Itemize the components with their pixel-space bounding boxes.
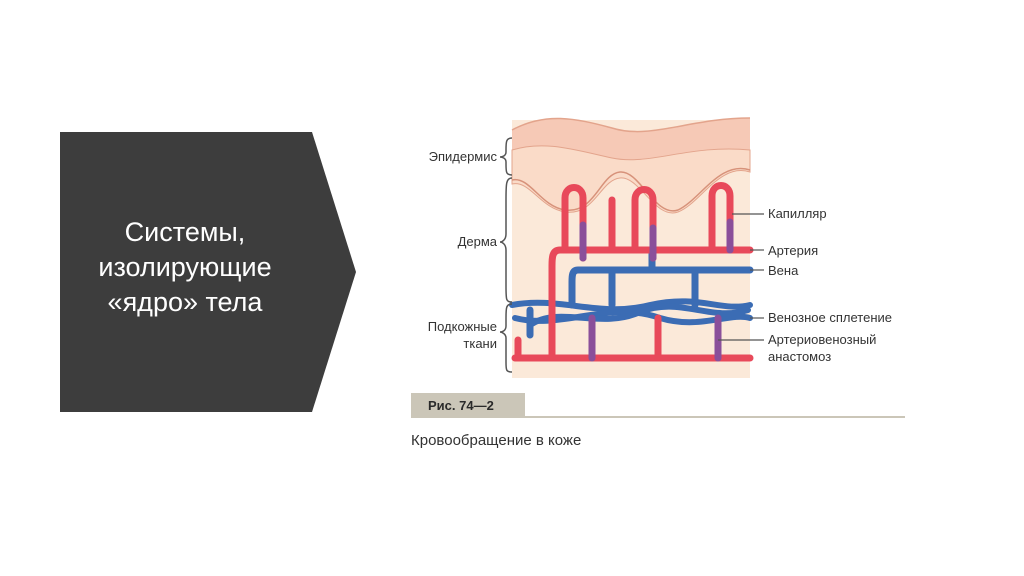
label-dermis: Дерма	[458, 234, 498, 249]
label-vein: Вена	[768, 263, 799, 278]
slide-title-line: Системы,	[124, 217, 246, 247]
label-venous-plexus: Венозное сплетение	[768, 310, 892, 325]
label-capillary: Капилляр	[768, 206, 827, 221]
slide-title-line: «ядро» тела	[107, 287, 263, 317]
label-pointers	[718, 213, 764, 341]
label-artery: Артерия	[768, 243, 818, 258]
av-anastomoses	[588, 314, 722, 362]
label-subcutaneous: Подкожные	[428, 319, 497, 334]
figure-caption: Кровообращение в коже	[411, 432, 582, 449]
label-av-anastomosis: Артериовенозный	[768, 332, 876, 347]
slide-title-line: изолирующие	[98, 252, 272, 282]
figure-number: Рис. 74—2	[428, 398, 494, 413]
epidermis-surface-line	[511, 117, 751, 133]
epidermis-basal-line	[511, 167, 751, 212]
figure-number-bar	[411, 393, 525, 417]
layer-braces	[499, 137, 513, 373]
label-av-anastomosis-2: анастомоз	[768, 349, 831, 364]
capillary-loops	[561, 182, 734, 262]
slide-title: Системы, изолирующие «ядро» тела	[60, 215, 310, 320]
label-epidermis: Эпидермис	[429, 149, 498, 164]
label-subcutaneous-2: ткани	[463, 336, 497, 351]
arteries	[511, 196, 754, 362]
